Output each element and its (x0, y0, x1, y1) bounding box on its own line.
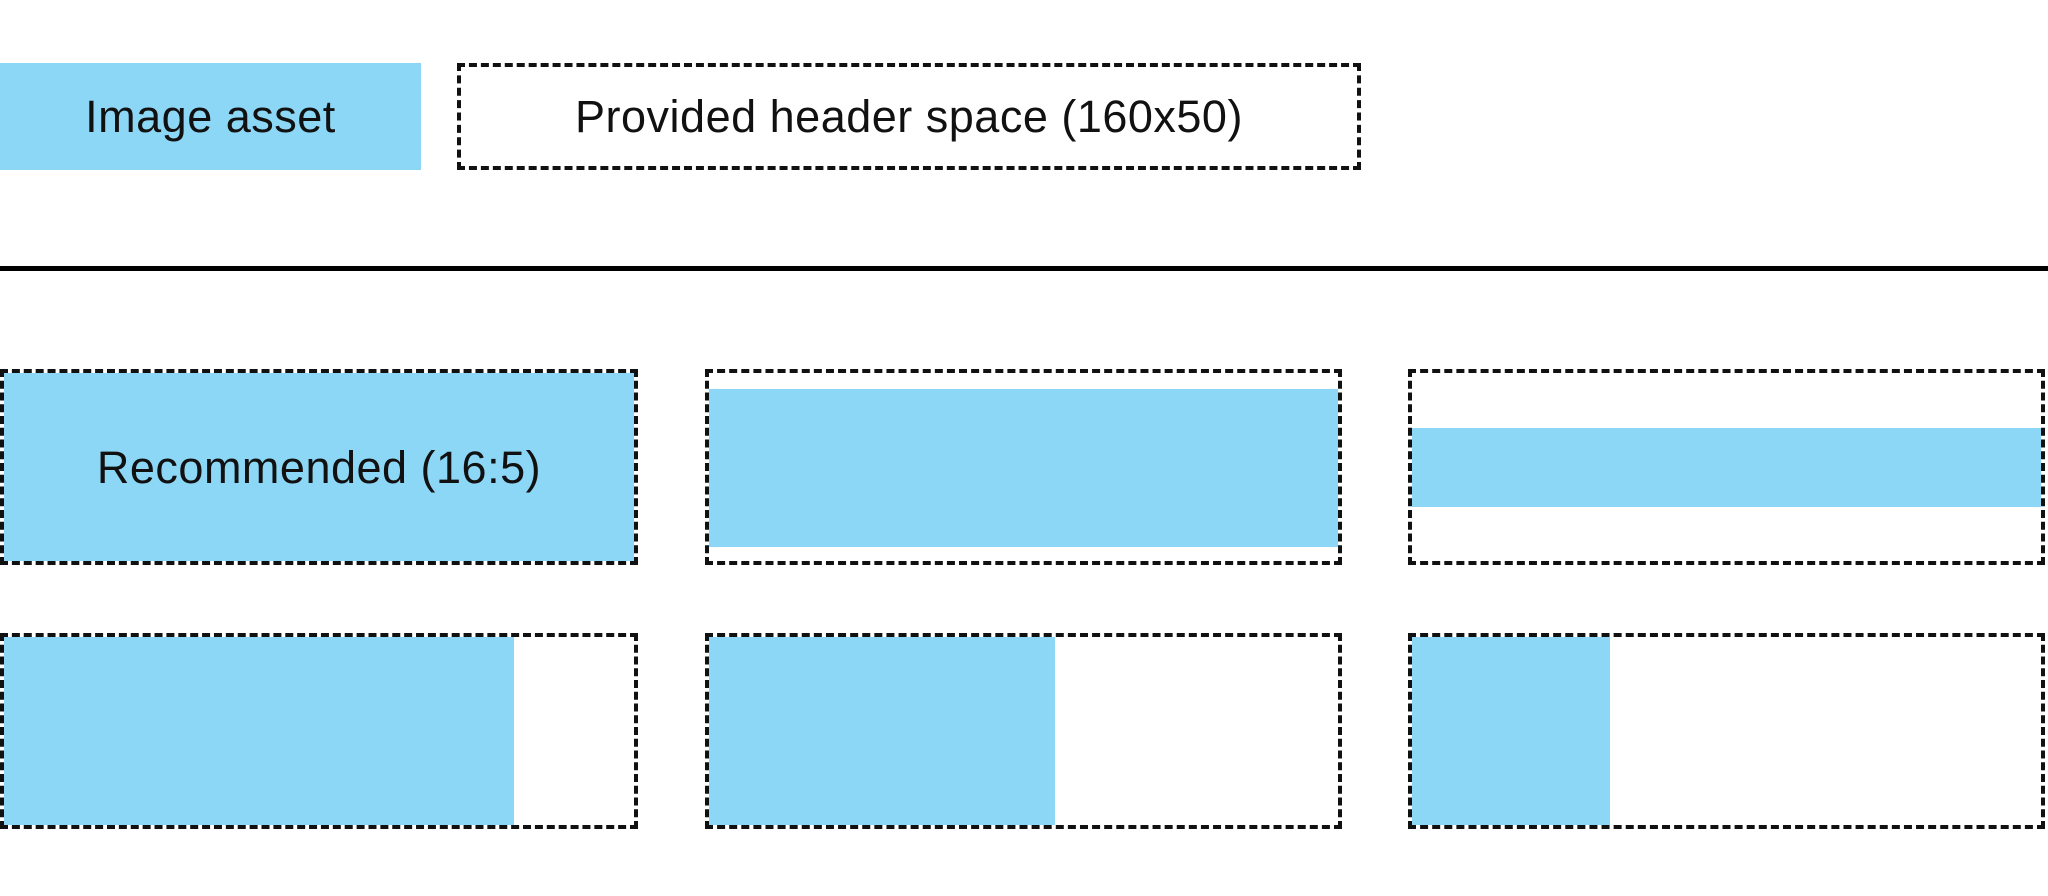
example-box-row2-col3 (1408, 633, 2045, 829)
recommended-label: Recommended (16:5) (96, 441, 542, 493)
image-asset-fill (4, 637, 515, 825)
example-box-row1-col3 (1408, 369, 2045, 565)
example-box-row1-col2 (705, 369, 1342, 565)
image-asset-fill (1412, 637, 1611, 825)
legend-image-asset-swatch: Image asset (0, 63, 421, 170)
image-asset-fill (709, 388, 1338, 547)
legend-header-space-box: Provided header space (160x50) (457, 63, 1361, 170)
image-asset-fill (709, 637, 1055, 825)
legend-image-asset-label: Image asset (85, 91, 336, 142)
image-asset-fill: Recommended (16:5) (4, 373, 634, 561)
section-divider (0, 266, 2048, 271)
example-box-row1-col1: Recommended (16:5) (0, 369, 638, 565)
example-box-row2-col2 (705, 633, 1342, 829)
image-asset-fill (1412, 427, 2041, 508)
example-box-row2-col1 (0, 633, 638, 829)
legend-header-space-label: Provided header space (160x50) (575, 91, 1243, 142)
